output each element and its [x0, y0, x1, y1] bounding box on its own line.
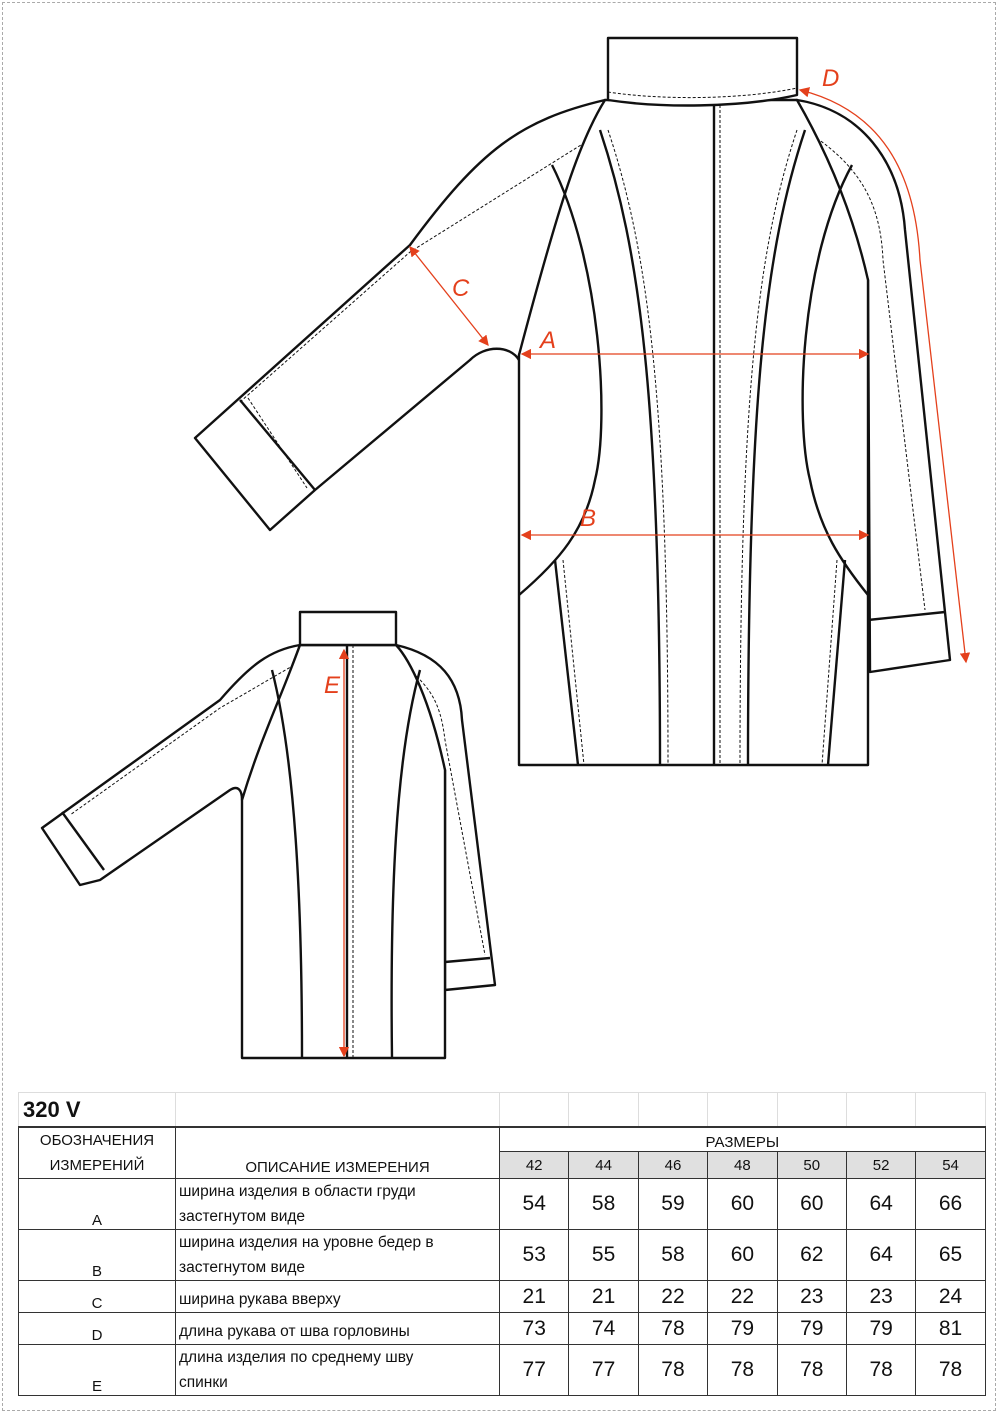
- measure-mark: A: [18, 1178, 176, 1230]
- measure-value: 58: [637, 1229, 709, 1281]
- measure-value: 55: [568, 1229, 639, 1281]
- description-line: застегнутом виде: [179, 1259, 306, 1276]
- measure-value: 78: [637, 1344, 709, 1396]
- measure-description: ширина рукава вверху: [175, 1280, 500, 1313]
- measure-description: длина рукава от шва горловины: [175, 1312, 500, 1345]
- measure-value: 59: [637, 1178, 709, 1230]
- measure-value: 60: [707, 1229, 778, 1281]
- size-54: 54: [915, 1151, 986, 1179]
- description-line: длина изделия по среднему шву: [179, 1349, 414, 1366]
- measure-value: 24: [915, 1280, 986, 1313]
- description-line: спинки: [179, 1374, 228, 1391]
- model-code: 320 V: [18, 1092, 176, 1128]
- measure-value: 60: [776, 1178, 847, 1230]
- measure-value: 64: [845, 1229, 917, 1281]
- measure-value: 54: [498, 1178, 570, 1230]
- measure-value: 66: [915, 1178, 986, 1230]
- table-title-row: 320 V: [18, 1092, 986, 1128]
- size-table: 320 V ОБОЗНАЧЕНИЯ ИЗМЕРЕНИЙ ОПИСАНИЕ ИЗМ…: [18, 1092, 986, 1396]
- measure-description: ширина изделия на уровне бедер в застегну…: [175, 1229, 500, 1281]
- measure-value: 79: [845, 1312, 917, 1345]
- measure-value: 22: [707, 1280, 778, 1313]
- description-line: застегнутом виде: [179, 1208, 306, 1225]
- sizes-header: РАЗМЕРЫ: [499, 1126, 986, 1153]
- table-header-row: ОБОЗНАЧЕНИЯ ИЗМЕРЕНИЙ ОПИСАНИЕ ИЗМЕРЕНИЯ…: [18, 1126, 986, 1179]
- measure-value: 23: [776, 1280, 847, 1313]
- measure-value: 78: [707, 1344, 778, 1396]
- measure-value: 62: [776, 1229, 847, 1281]
- measure-value: 78: [845, 1344, 917, 1396]
- desc-column-header: ОПИСАНИЕ ИЗМЕРЕНИЯ: [175, 1126, 500, 1179]
- mark-header-line: ОБОЗНАЧЕНИЯ: [39, 1132, 155, 1149]
- front-body: [517, 98, 870, 767]
- measure-value: 64: [845, 1178, 917, 1230]
- measure-value: 78: [915, 1344, 986, 1396]
- measure-value: 21: [568, 1280, 639, 1313]
- mark-header-line: ИЗМЕРЕНИЙ: [49, 1157, 145, 1174]
- measure-value: 78: [776, 1344, 847, 1396]
- size-48: 48: [707, 1151, 778, 1179]
- jacket-technical-drawing: A B C D E: [40, 36, 971, 1060]
- label-c: C: [452, 275, 470, 302]
- measure-mark: D: [18, 1312, 176, 1345]
- measure-value: 23: [845, 1280, 917, 1313]
- size-46: 46: [637, 1151, 709, 1179]
- label-d: D: [822, 65, 839, 92]
- measure-value: 74: [568, 1312, 639, 1345]
- measure-value: 77: [568, 1344, 639, 1396]
- measure-mark: E: [18, 1344, 176, 1396]
- measure-description: ширина изделия в области груди застегнуто…: [175, 1178, 500, 1230]
- front-collar: [606, 36, 799, 107]
- back-left-sleeve: [40, 643, 302, 887]
- measure-description: длина изделия по среднему шву спинки: [175, 1344, 500, 1396]
- size-50: 50: [776, 1151, 847, 1179]
- description-line: ширина изделия на уровне бедер в: [179, 1234, 434, 1251]
- back-collar: [298, 610, 398, 647]
- measure-value: 53: [498, 1229, 570, 1281]
- measure-value: 78: [637, 1312, 709, 1345]
- measure-value: 22: [637, 1280, 709, 1313]
- label-a: A: [538, 327, 556, 354]
- back-view: E: [40, 610, 497, 1060]
- size-44: 44: [568, 1151, 639, 1179]
- measure-value: 21: [498, 1280, 570, 1313]
- label-e: E: [324, 672, 341, 699]
- front-left-sleeve: [193, 98, 607, 532]
- measure-value: 60: [707, 1178, 778, 1230]
- measure-value: 79: [776, 1312, 847, 1345]
- mark-column-header: ОБОЗНАЧЕНИЯ ИЗМЕРЕНИЙ: [18, 1126, 176, 1179]
- size-52: 52: [845, 1151, 917, 1179]
- measure-mark: B: [18, 1229, 176, 1281]
- measure-value: 81: [915, 1312, 986, 1345]
- description-line: длина рукава от шва горловины: [179, 1323, 410, 1340]
- description-line: ширина рукава вверху: [179, 1291, 341, 1308]
- measure-value: 79: [707, 1312, 778, 1345]
- measure-value: 58: [568, 1178, 639, 1230]
- measure-mark: C: [18, 1280, 176, 1313]
- label-b: B: [580, 505, 596, 532]
- front-view: A B C D: [193, 36, 971, 767]
- size-42: 42: [498, 1151, 570, 1179]
- measure-value: 73: [498, 1312, 570, 1345]
- measure-value: 77: [498, 1344, 570, 1396]
- measure-value: 65: [915, 1229, 986, 1281]
- description-line: ширина изделия в области груди: [179, 1183, 416, 1200]
